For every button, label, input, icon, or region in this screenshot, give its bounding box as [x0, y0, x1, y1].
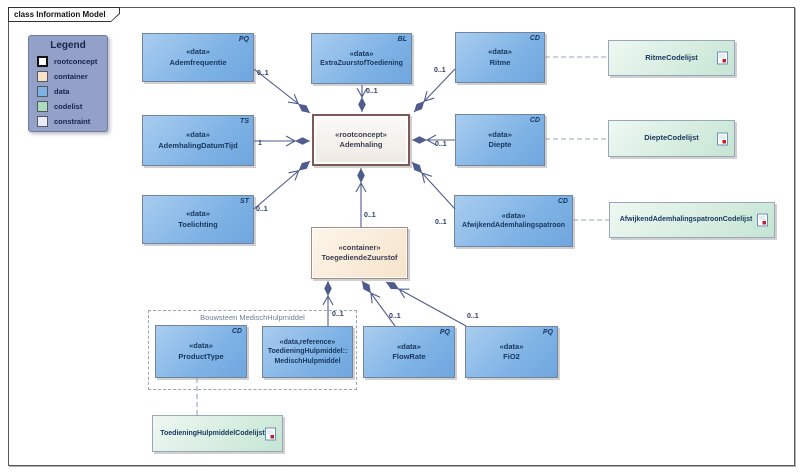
legend-item-codelist: codelist — [29, 99, 107, 114]
node-flowrate: PQ «data» FlowRate — [363, 326, 455, 378]
multiplicity-label: 0..1 — [434, 67, 446, 74]
node-afwijkendademhalingspatroon: CD «data» AfwijkendAdemhalingspatroon — [454, 195, 573, 247]
node-afwijkendademhalingspatrooncodelijst: AfwijkendAdemhalingspatroonCodelijst — [609, 202, 775, 238]
container-swatch — [37, 71, 48, 82]
multiplicity-label: 0..1 — [256, 206, 268, 213]
codelist-document-icon — [265, 427, 276, 440]
bouwsteen-group-label: Bouwsteen MedischHulpmiddel — [200, 313, 305, 322]
rootconcept-swatch — [37, 56, 48, 67]
multiplicity-label: 0..1 — [364, 212, 376, 219]
type-tag: CD — [557, 198, 568, 205]
multiplicity-label: 0..1 — [332, 311, 344, 318]
diagram-frame — [8, 7, 795, 466]
data-swatch — [37, 86, 48, 97]
diagram-title: class Information Model — [14, 10, 106, 19]
bouwsteen-group-box: Bouwsteen MedischHulpmiddel — [148, 310, 357, 390]
multiplicity-label: 0..1 — [467, 313, 479, 320]
codelist-document-icon — [717, 51, 728, 65]
type-tag: CD — [529, 35, 540, 42]
codelist-document-icon — [717, 132, 728, 145]
multiplicity-label: 0..1 — [435, 219, 447, 226]
codelist-swatch — [37, 101, 48, 112]
legend-item-data: data — [29, 84, 107, 99]
type-tag: PQ — [238, 36, 249, 43]
node-extrazuurstoftoediening: BL «data» ExtraZuurstofToediening — [311, 33, 412, 84]
multiplicity-label: 0..1 — [366, 88, 378, 95]
node-diepte: CD «data» Diepte — [455, 114, 545, 166]
legend-item-container: container — [29, 69, 107, 84]
type-tag: CD — [529, 117, 540, 124]
node-ritmecodelijst: RitmeCodelijst — [608, 40, 735, 76]
multiplicity-label: 0..1 — [435, 141, 447, 148]
constraint-swatch — [37, 116, 48, 127]
node-ademhalingdatumtijd: TS «data» AdemhalingDatumTijd — [142, 115, 254, 166]
node-medischhulpmiddel-reference: «data,reference» ToedieningHulpmiddel:: … — [262, 326, 353, 378]
type-tag: PQ — [542, 329, 553, 336]
legend-title: Legend — [50, 40, 86, 51]
legend-item-constraint: constraint — [29, 114, 107, 129]
type-tag: BL — [397, 36, 407, 43]
node-ademfrequentie: PQ «data» Ademfrequentie — [142, 33, 254, 82]
legend-item-rootconcept: rootconcept — [29, 54, 107, 69]
node-ritme: CD «data» Ritme — [455, 32, 545, 83]
node-toedieninghulpmiddelcodelijst: ToedieningHulpmiddelCodelijst — [152, 415, 283, 452]
node-toelichting: ST «data» Toelichting — [142, 195, 254, 244]
multiplicity-label: 0..1 — [389, 313, 401, 320]
type-tag: PQ — [439, 329, 450, 336]
node-dieptecodelijst: DiepteCodelijst — [608, 120, 735, 157]
node-ademhaling-rootconcept: «rootconcept» Ademhaling — [312, 114, 410, 166]
type-tag: TS — [240, 118, 249, 125]
multiplicity-label: 0..1 — [257, 70, 269, 77]
type-tag: CD — [231, 328, 242, 335]
multiplicity-label: 1 — [258, 140, 262, 147]
codelist-document-icon — [757, 213, 768, 227]
frame-tab: class Information Model — [8, 7, 120, 22]
node-toegediendezuurstof-container: «container» ToegediendeZuurstof — [311, 227, 408, 279]
node-producttype: CD «data» ProductType — [155, 325, 247, 378]
node-fio2: PQ «data» FiO2 — [465, 326, 558, 378]
legend-panel: Legend rootconcept container data codeli… — [28, 35, 108, 132]
type-tag: ST — [240, 198, 249, 205]
